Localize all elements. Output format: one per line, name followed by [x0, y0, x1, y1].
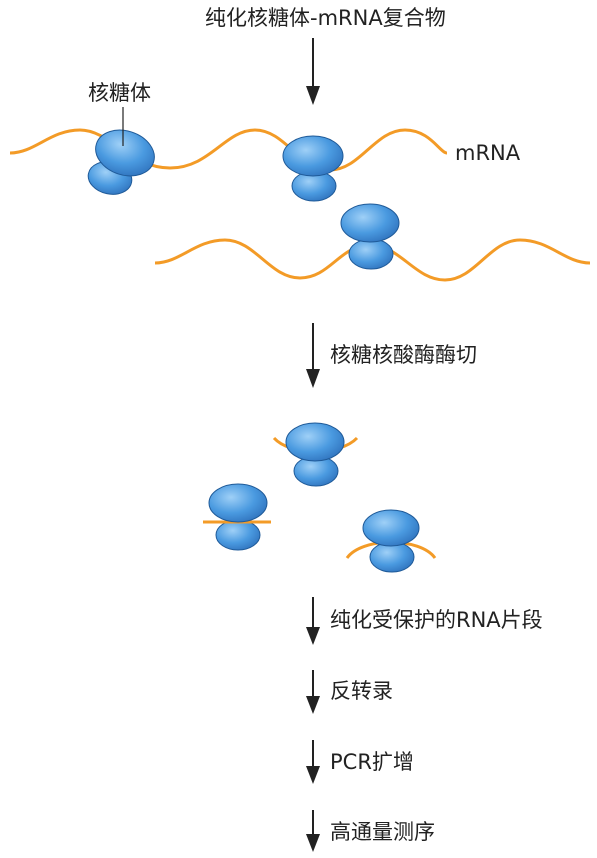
ribosome-2	[282, 135, 344, 202]
arrow-digestion	[306, 323, 320, 388]
ribosome-3	[340, 203, 400, 270]
step-nuclease-digestion: 核糖核酸酶酶切	[330, 343, 477, 367]
mrna-label: mRNA	[455, 141, 521, 165]
step-sequencing: 高通量测序	[330, 820, 435, 844]
mrna-strand-1	[9, 128, 448, 172]
arrow-sequencing	[306, 810, 320, 852]
protected-fragment-1	[272, 422, 359, 487]
protected-fragment-2	[203, 483, 271, 551]
step-pcr-amplification: PCR扩增	[330, 750, 414, 774]
protected-fragment-3	[345, 509, 437, 573]
arrow-title	[306, 38, 320, 105]
ribosome-label: 核糖体	[88, 81, 151, 105]
diagram-title: 纯化核糖体-mRNA复合物	[205, 6, 446, 30]
ribosome-1	[87, 129, 155, 195]
arrow-pcr	[306, 740, 320, 784]
step-purify-fragments: 纯化受保护的RNA片段	[330, 608, 543, 632]
arrow-purify	[306, 597, 320, 645]
step-reverse-transcription: 反转录	[330, 679, 393, 703]
arrow-reverse-transcription	[306, 670, 320, 714]
